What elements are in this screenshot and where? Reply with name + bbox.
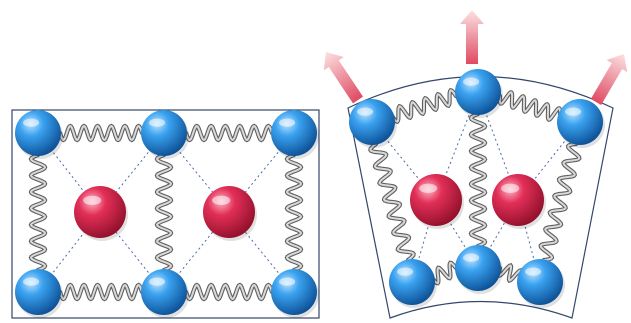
right-spring-bottom-2 (496, 263, 524, 283)
left-spring-bottom-2 (183, 282, 275, 302)
left-spheres (15, 110, 319, 318)
left-blue-sphere-tl (15, 110, 63, 159)
left-spring-vertical-1 (28, 152, 48, 273)
right-blue-sphere-tm (455, 69, 503, 118)
right-spring-vertical-3 (538, 141, 582, 263)
right-arrow-right (590, 54, 628, 106)
right-arrow-left (323, 52, 363, 104)
left-red-sphere-1 (74, 186, 128, 241)
left-blue-sphere-bm (141, 269, 189, 318)
right-blue-sphere-bl (389, 259, 437, 308)
right-spring-top-2 (497, 90, 563, 122)
left-blue-sphere-br (271, 269, 319, 318)
left-spring-bottom-1 (57, 282, 145, 302)
left-frame (11, 109, 320, 319)
left-spring-vertical-2 (154, 152, 174, 273)
left-spring-top-1 (57, 123, 145, 143)
right-frame (347, 76, 614, 319)
left-rectangular-lattice (11, 109, 320, 319)
right-blue-sphere-bm (455, 245, 503, 294)
right-arrows (323, 10, 628, 106)
right-arrow-center (460, 10, 484, 64)
right-blue-sphere-tl (349, 99, 397, 148)
left-springs (28, 123, 304, 302)
left-spring-vertical-3 (284, 152, 304, 273)
right-blue-sphere-br (517, 259, 565, 308)
right-spheres (349, 69, 605, 308)
right-spring-vertical-1 (368, 141, 416, 263)
right-springs (368, 87, 582, 286)
right-red-sphere-1 (410, 174, 464, 229)
left-blue-sphere-tr (271, 110, 319, 159)
right-spring-top-1 (389, 87, 459, 125)
right-curved-lattice (323, 10, 628, 319)
right-spring-bottom-1 (429, 260, 459, 286)
right-red-sphere-2 (492, 174, 546, 229)
left-red-sphere-2 (203, 186, 257, 241)
right-spring-vertical-2 (468, 111, 488, 249)
left-spring-top-2 (183, 123, 275, 143)
left-blue-sphere-tm (141, 110, 189, 159)
left-blue-sphere-bl (15, 269, 63, 318)
right-blue-sphere-tr (557, 99, 605, 148)
